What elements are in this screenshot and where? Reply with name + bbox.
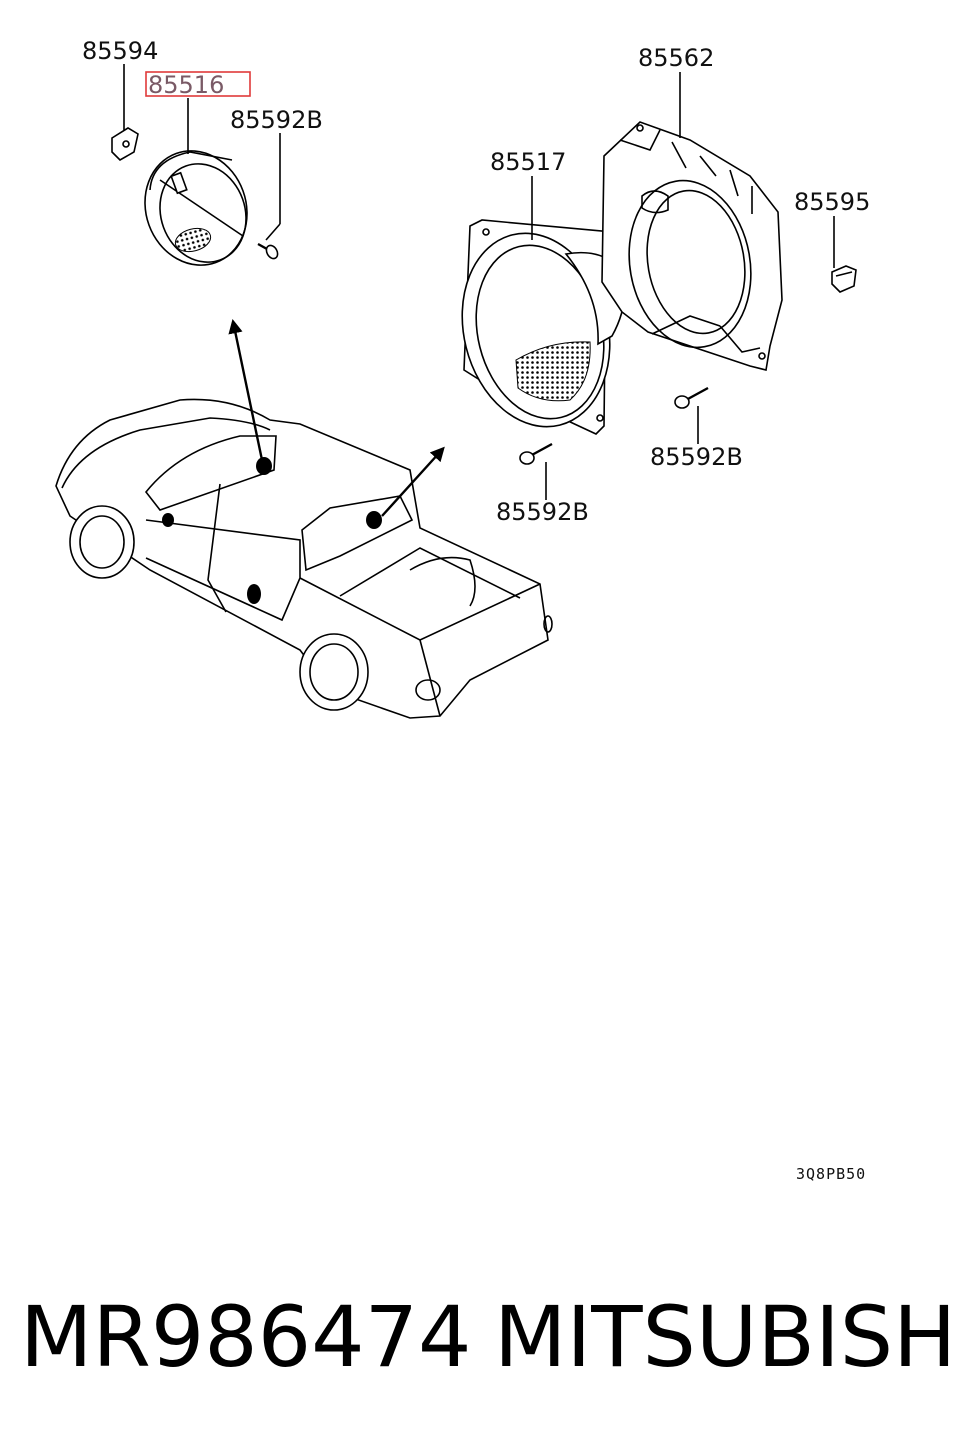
label-85594: 85594 <box>82 37 158 65</box>
label-85595: 85595 <box>794 188 870 216</box>
screw-top-drawing <box>257 242 279 260</box>
pickup-truck-drawing <box>55 398 553 719</box>
drawing-code: 3Q8PB50 <box>796 1165 866 1183</box>
label-85516: 85516 <box>148 71 224 99</box>
screw-low-drawing <box>519 442 553 465</box>
brand-name: MITSUBISHI <box>494 1288 960 1386</box>
door-speaker-drawing <box>461 219 626 435</box>
part-number: MR986474 <box>20 1288 472 1386</box>
label-85592b-top: 85592B <box>230 106 323 134</box>
label-85517: 85517 <box>490 148 566 176</box>
label-85592b-low: 85592B <box>496 498 589 526</box>
clip-85595-drawing <box>831 265 857 293</box>
label-85592b-mid: 85592B <box>650 443 743 471</box>
arrow-to-tweeter <box>228 318 264 461</box>
label-85562: 85562 <box>638 44 714 72</box>
screw-mid-drawing <box>674 386 709 409</box>
clip-85594-drawing <box>111 127 139 161</box>
tweeter-speaker-drawing <box>144 150 248 266</box>
speaker-bracket-drawing <box>601 121 783 371</box>
arrow-to-door-speaker <box>381 446 445 517</box>
highlight-box <box>145 71 251 97</box>
